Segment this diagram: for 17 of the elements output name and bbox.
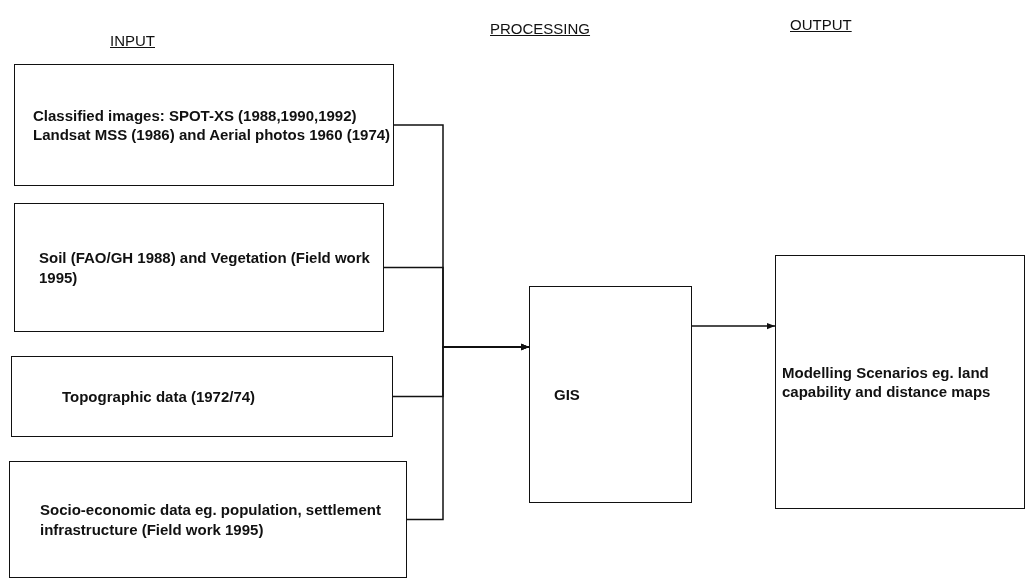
box-text: Soil (FAO/GH 1988) and Vegetation (Field work 1995) <box>39 248 371 287</box>
process-box <box>14 203 384 332</box>
connector-arrow <box>406 343 530 521</box>
box-text: Socio-economic data eg. population, settlement infrastructure (Field work 1995) <box>40 500 382 539</box>
process-box <box>775 255 1025 509</box>
process-box <box>529 286 692 503</box>
process-box <box>9 461 407 578</box>
box-text: Topographic data (1972/74) <box>62 386 256 407</box>
box-text: Classified images: SPOT-XS (1988,1990,1992) Landsat MSS (1986) and Aerial photos 1960 (1974) <box>33 105 392 145</box>
column-heading: INPUT <box>110 32 155 49</box>
process-box <box>14 64 394 186</box>
box-text: GIS <box>554 384 580 405</box>
process-box <box>11 356 393 437</box>
column-heading: OUTPUT <box>790 16 852 33</box>
column-heading: PROCESSING <box>490 20 591 37</box>
box-text: Modelling Scenarios eg. land capability and distance maps <box>782 362 992 402</box>
connector-arrow <box>691 322 776 330</box>
